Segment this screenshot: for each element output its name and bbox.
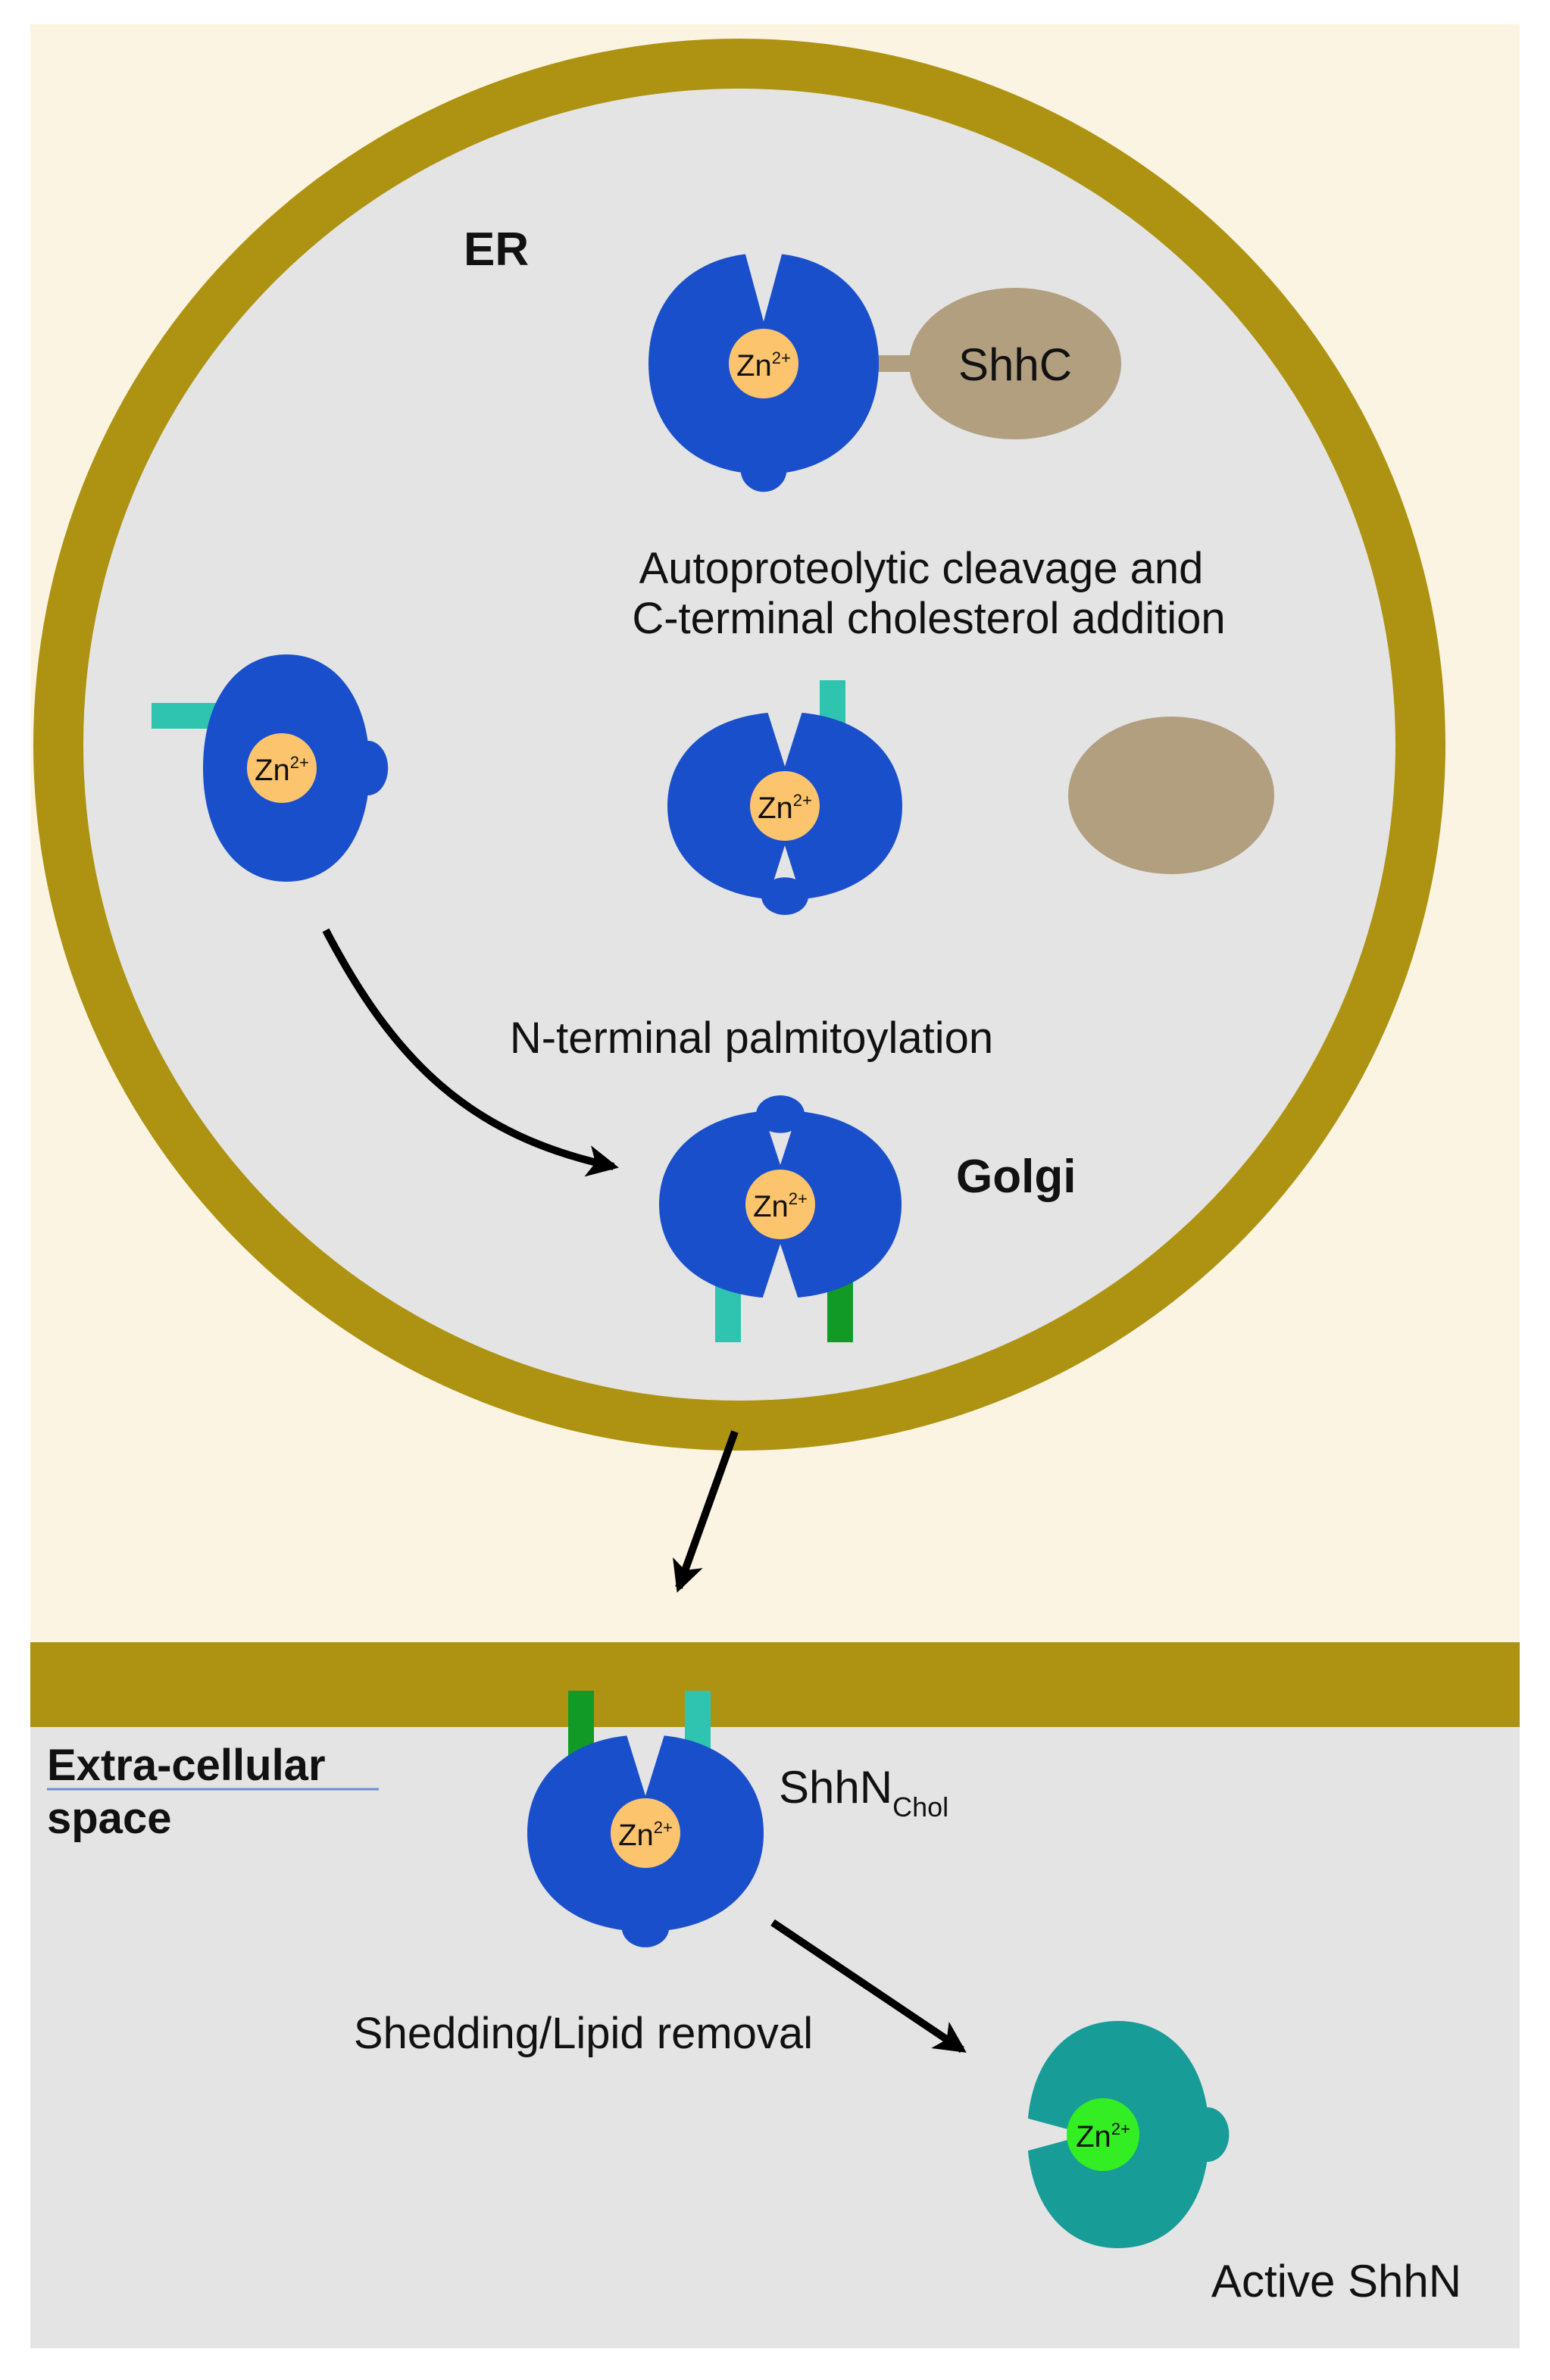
zinc-symbol: Zn	[618, 1819, 654, 1852]
zinc-ion	[745, 1170, 815, 1239]
zinc-charge: 2+	[1111, 2119, 1130, 2138]
er-label: ER	[464, 223, 529, 276]
arrow-icon	[770, 1919, 967, 2054]
svg-text:Zn2+: Zn2+	[1076, 2119, 1130, 2154]
zinc-symbol: Zn	[736, 349, 772, 383]
plasma-membrane	[30, 1642, 1520, 1727]
svg-text:Zn2+: Zn2+	[753, 1189, 808, 1223]
zinc-charge: 2+	[789, 1189, 808, 1208]
shedding-label: Shedding/Lipid removal	[354, 2009, 813, 2058]
extracellular-space	[30, 1727, 1520, 2348]
zinc-binding-protein-icon	[659, 1095, 902, 1298]
shh-precursor: ShhC Zn2+	[648, 253, 1121, 492]
zinc-ion	[750, 771, 820, 841]
svg-text:Zn2+: Zn2+	[736, 348, 791, 383]
shhc-label: ShhC	[958, 339, 1072, 390]
zinc-ion	[729, 329, 798, 398]
released-shhc	[1068, 717, 1274, 874]
active-shhn-label: Active ShhN	[1211, 2256, 1461, 2307]
svg-text:Zn2+: Zn2+	[618, 1818, 673, 1852]
shhn-chol-main: ShhN	[779, 1762, 892, 1813]
zinc-binding-protein-icon	[667, 712, 902, 915]
golgi-label: Golgi	[956, 1151, 1076, 1203]
shhn-chol-label: ShhNChol	[779, 1762, 948, 1822]
extracellular-label-line2: space	[47, 1794, 171, 1843]
extracellular-label-line1: Extra-cellular	[47, 1741, 326, 1790]
zinc-charge: 2+	[654, 1818, 673, 1837]
zinc-ion	[611, 1798, 680, 1868]
cholesterol-modified-shhn: Zn2+	[667, 680, 902, 915]
palmitoylation-label: N-terminal palmitoylation	[510, 1014, 993, 1063]
zinc-ion	[1067, 2098, 1139, 2171]
zinc-binding-protein-icon	[648, 253, 879, 492]
zinc-ion	[247, 733, 317, 803]
svg-text:Zn2+: Zn2+	[255, 753, 309, 787]
shhc-domain	[909, 288, 1121, 439]
cleavage-label-line1: Autoproteolytic cleavage and	[639, 544, 1204, 593]
membrane-bound-shhn-chol: Zn2+	[527, 1691, 764, 1947]
dual-lipidated-shhn-golgi: Zn2+	[659, 1095, 902, 1342]
shhn-chol-subscript: Chol	[892, 1791, 948, 1822]
zinc-charge: 2+	[290, 753, 309, 772]
zinc-symbol: Zn	[758, 792, 793, 825]
zinc-binding-protein-icon	[1027, 2021, 1230, 2248]
cleavage-label-line2: C-terminal cholesterol addition	[632, 594, 1225, 643]
arrow-icon	[673, 1430, 739, 1593]
palmitoylated-shhn: Zn2+	[152, 654, 389, 882]
zinc-symbol: Zn	[753, 1190, 789, 1223]
zinc-symbol: Zn	[1076, 2120, 1111, 2154]
active-shhn: Zn2+	[1027, 2021, 1230, 2248]
zinc-charge: 2+	[772, 348, 791, 367]
zinc-symbol: Zn	[255, 754, 290, 787]
zinc-binding-protein-icon	[527, 1735, 764, 1947]
svg-text:Zn2+: Zn2+	[758, 791, 812, 825]
zinc-charge: 2+	[793, 791, 812, 810]
zinc-binding-protein-icon	[203, 654, 389, 882]
arrow-icon	[322, 928, 619, 1177]
